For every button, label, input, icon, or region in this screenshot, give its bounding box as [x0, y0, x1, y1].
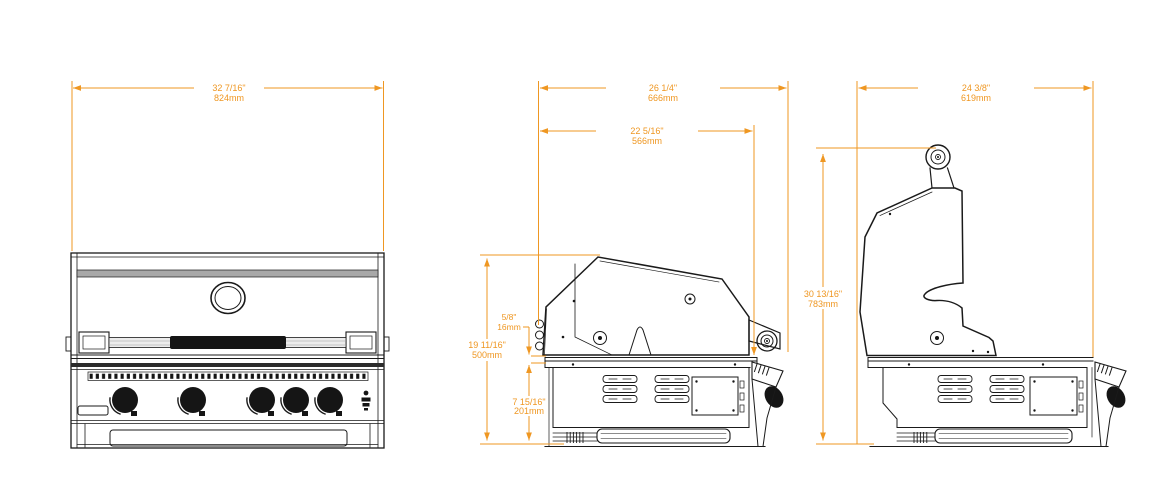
control-panel-side	[1094, 361, 1127, 448]
vent-louvers	[602, 375, 690, 403]
dimension-label-mm: 783mm	[808, 299, 838, 309]
hood-trim-band	[76, 269, 379, 278]
model-badge	[77, 405, 109, 416]
access-panel	[691, 376, 745, 416]
side-view-open	[859, 144, 1127, 448]
control-panel-side	[751, 361, 784, 448]
mounting-hooks	[535, 319, 544, 351]
dimension-label-inches: 30 13/16"	[804, 289, 842, 299]
access-panel	[1029, 376, 1084, 416]
panel-divider	[71, 363, 384, 367]
dimension-label-inches: 32 7/16"	[212, 83, 245, 93]
grease-tray	[109, 429, 348, 447]
dimension-label-mm: 666mm	[648, 93, 678, 103]
dim-closed-overall-height: 19 11/16" 500mm	[468, 254, 600, 445]
thermometer	[210, 281, 246, 315]
vent-strip	[87, 371, 369, 381]
dim-lid-base-gap: 5/8" 16mm	[497, 312, 546, 396]
dimension-label-mm: 566mm	[632, 136, 662, 146]
thermometer-side-bracket	[628, 326, 652, 356]
dimension-label-inches: 5/8"	[502, 312, 517, 322]
side-knob	[764, 386, 784, 408]
drawer-rail	[896, 428, 1073, 444]
hinge-pulley	[925, 144, 951, 170]
dimension-label-inches: 22 5/16"	[630, 126, 663, 136]
drawer-rail	[552, 428, 731, 444]
knob	[314, 387, 343, 416]
open-lid-profile	[859, 187, 997, 357]
lid-screw	[593, 331, 607, 345]
dimension-label-mm: 201mm	[514, 406, 544, 416]
control-knobs	[109, 387, 343, 416]
front-view	[65, 252, 390, 449]
dimension-label-mm: 824mm	[214, 93, 244, 103]
dim-open-overall-height: 30 13/16" 783mm	[804, 147, 936, 445]
knob	[177, 387, 206, 416]
dimension-label-mm: 16mm	[497, 322, 521, 332]
handle-grip	[170, 336, 286, 349]
lid-profile	[542, 256, 750, 356]
vent-louvers	[937, 375, 1025, 403]
dimension-label-inches: 19 11/16"	[468, 340, 506, 350]
side-view-closed	[535, 256, 784, 448]
dim-front-overall-width: 32 7/16" 824mm	[71, 81, 384, 251]
dimension-label-mm: 619mm	[961, 93, 991, 103]
dimension-label-mm: 500mm	[472, 350, 502, 360]
dim-closed-overall-depth: 26 1/4" 666mm	[538, 81, 789, 352]
hinge-arm	[748, 319, 781, 352]
knob	[246, 387, 275, 416]
lid-screw	[684, 293, 696, 305]
lid-handle	[65, 331, 390, 354]
dim-base-height: 7 15/16" 201mm	[512, 397, 546, 441]
lid-screw	[930, 331, 944, 345]
brand-logo-icon	[361, 390, 371, 411]
dimension-label-inches: 24 3/8"	[962, 83, 990, 93]
knob	[280, 387, 309, 416]
knob	[109, 387, 138, 416]
dim-open-overall-depth: 24 3/8" 619mm	[856, 81, 1094, 444]
dim-closed-body-depth: 22 5/16" 566mm	[540, 125, 757, 355]
dimension-label-inches: 7 15/16"	[512, 397, 545, 407]
dimension-label-inches: 26 1/4"	[649, 83, 677, 93]
